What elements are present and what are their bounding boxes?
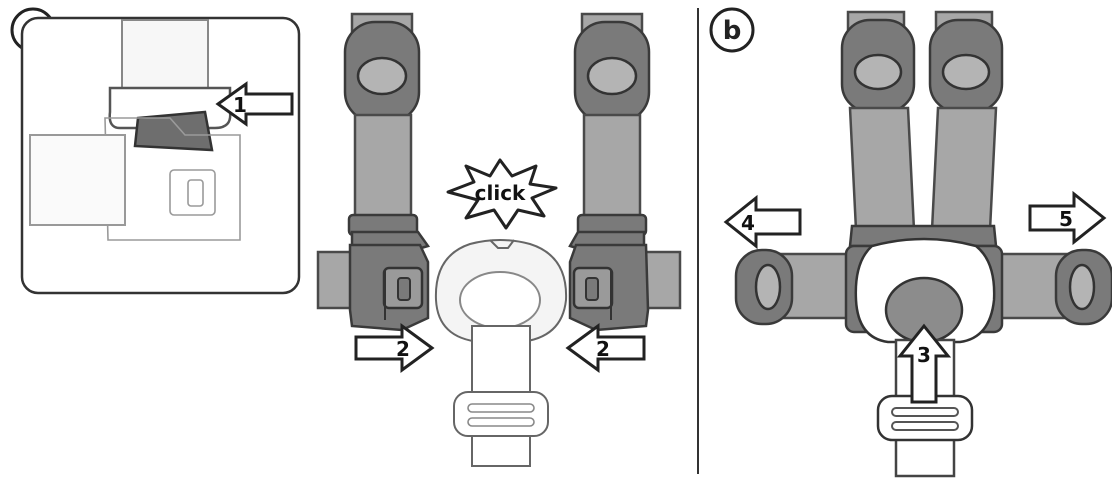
svg-text:4: 4 <box>741 211 755 235</box>
right-shoulder-strap <box>568 12 651 262</box>
left-shoulder-strap <box>343 12 431 262</box>
panel-a: a 1 <box>10 7 682 467</box>
click-starburst: click <box>446 158 558 230</box>
svg-text:b: b <box>723 16 742 46</box>
svg-text:5: 5 <box>1059 207 1073 231</box>
arrow-step-2-left: 2 <box>354 323 435 373</box>
arrow-step-5: 5 <box>1028 190 1107 246</box>
svg-text:1: 1 <box>233 93 247 117</box>
inset-detail: 1 <box>20 16 301 295</box>
arrow-step-3: 3 <box>896 323 952 404</box>
left-buckle-receiver <box>316 243 430 332</box>
arrow-step-4: 4 <box>723 194 802 250</box>
svg-text:click: click <box>475 181 526 205</box>
arrow-step-1: 1 <box>215 81 294 127</box>
center-buckle <box>434 239 568 467</box>
svg-text:3: 3 <box>917 343 931 367</box>
waist-straps-b <box>734 244 1112 334</box>
svg-text:2: 2 <box>596 337 610 361</box>
svg-text:2: 2 <box>396 337 410 361</box>
right-buckle-receiver <box>568 243 682 332</box>
panel-b-label: b <box>709 7 755 53</box>
shoulder-straps-b <box>840 10 1004 248</box>
arrow-step-2-right: 2 <box>565 323 646 373</box>
panel-b: b <box>709 7 1112 478</box>
